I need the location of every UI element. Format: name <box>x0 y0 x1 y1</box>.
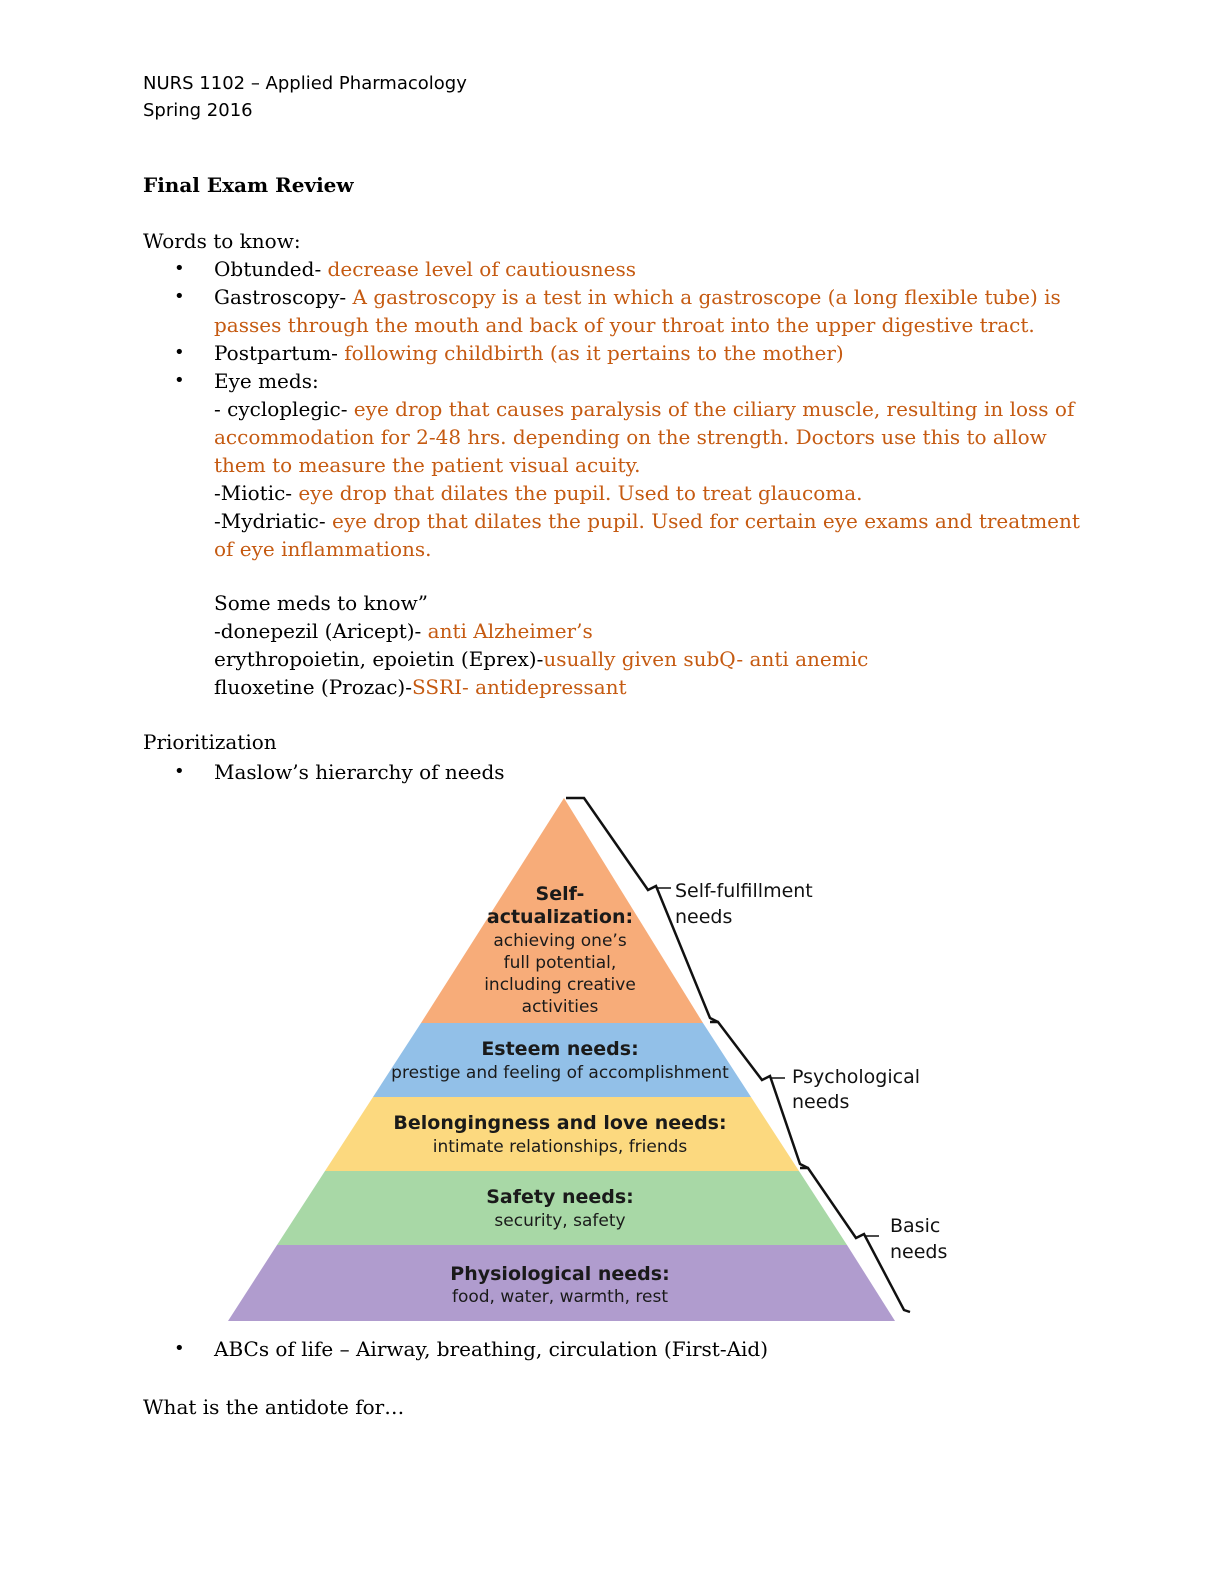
term: - cycloplegic- <box>214 397 348 421</box>
physiological-title: Physiological needs: <box>450 1263 669 1285</box>
pyramid-tier-belongingness <box>325 1097 799 1171</box>
esteem-desc: prestige and feeling of accomplishment <box>391 1063 729 1083</box>
pyramid-tier-physiological <box>228 1245 895 1321</box>
label-self-fulfillment-1: Self-fulfillment <box>675 880 813 902</box>
pyramid-tier-self-actualization <box>421 798 703 1023</box>
donepezil-item: -donepezil (Aricept)- anti Alzheimer’s <box>214 617 593 645</box>
bullet: • <box>174 1338 185 1359</box>
course-title: NURS 1102 – Applied Pharmacology <box>143 73 467 94</box>
self-actualization-desc-3: including creative <box>484 975 636 995</box>
self-actualization-title-1: Self- <box>536 883 585 905</box>
safety-title: Safety needs: <box>486 1186 634 1208</box>
bullet: • <box>174 761 185 782</box>
miotic-item: -Miotic- eye drop that dilates the pupil… <box>214 479 862 507</box>
belongingness-desc: intimate relationships, friends <box>433 1137 688 1157</box>
definition: SSRI- antidepressant <box>411 675 627 699</box>
definition-continued: them to measure the patient visual acuit… <box>214 453 641 477</box>
abcs-item: ABCs of life – Airway, breathing, circul… <box>214 1337 769 1361</box>
cycloplegic-item: - cycloplegic- eye drop that causes para… <box>214 395 1074 423</box>
term: Postpartum- <box>214 341 338 365</box>
term: -Mydriatic- <box>214 509 326 533</box>
bracket-psychological <box>710 1020 809 1170</box>
label-psychological-2: needs <box>792 1091 849 1113</box>
erythropoietin-item: erythropoietin, epoietin (Eprex)-usually… <box>214 645 868 673</box>
antidote-heading: What is the antidote for… <box>143 1395 405 1419</box>
definition: A gastroscopy is a test in which a gastr… <box>346 285 1061 309</box>
self-actualization-desc-4: activities <box>522 997 599 1017</box>
bullet: • <box>174 342 185 363</box>
safety-desc: security, safety <box>494 1211 625 1231</box>
words-heading: Words to know: <box>143 229 301 253</box>
gastroscopy-item: Gastroscopy- A gastroscopy is a test in … <box>214 283 1061 311</box>
definition-continued: of eye inflammations. <box>214 537 432 561</box>
obtunded-item: Obtunded- decrease level of cautiousness <box>214 255 636 283</box>
term: erythropoietin, epoietin (Eprex)- <box>214 647 544 671</box>
mydriatic-item: -Mydriatic- eye drop that dilates the pu… <box>214 507 1080 535</box>
bullet: • <box>174 258 185 279</box>
prioritization-heading: Prioritization <box>143 730 277 754</box>
bracket-basic <box>800 1166 911 1314</box>
definition: eye drop that dilates the pupil. Used fo… <box>325 509 1080 533</box>
term: Spring 2016 <box>143 100 253 121</box>
term: Obtunded- <box>214 257 322 281</box>
term: fluoxetine (Prozac)- <box>214 675 412 699</box>
term: -Miotic- <box>214 481 293 505</box>
definition: usually given subQ- anti anemic <box>543 647 869 671</box>
bullet: • <box>174 370 185 391</box>
bracket-self-fulfillment <box>566 796 719 1024</box>
belongingness-title: Belongingness and love needs: <box>393 1112 726 1134</box>
label-self-fulfillment-2: needs <box>675 906 732 928</box>
definition: following childbirth (as it pertains to … <box>337 341 844 365</box>
maslow-item: Maslow’s hierarchy of needs <box>214 760 505 784</box>
label-basic-1: Basic <box>890 1215 940 1237</box>
eye-meds-heading: Eye meds: <box>214 369 319 393</box>
definition-continued: accommodation for 2-48 hrs. depending on… <box>214 425 1047 449</box>
label-psychological-1: Psychological <box>792 1066 920 1088</box>
self-actualization-title-2: actualization: <box>487 906 633 928</box>
term: Gastroscopy- <box>214 285 347 309</box>
self-actualization-desc-1: achieving one’s <box>493 931 627 951</box>
fluoxetine-item: fluoxetine (Prozac)-SSRI- antidepressant <box>214 673 627 701</box>
bullet: • <box>174 286 185 307</box>
definition: eye drop that causes paralysis of the ci… <box>347 397 1075 421</box>
definition: anti Alzheimer’s <box>421 619 593 643</box>
definition-continued: passes through the mouth and back of you… <box>214 313 1035 337</box>
label-basic-2: needs <box>890 1241 947 1263</box>
physiological-desc: food, water, warmth, rest <box>452 1287 668 1307</box>
definition: decrease level of cautiousness <box>321 257 636 281</box>
self-actualization-desc-2: full potential, <box>504 953 617 973</box>
pyramid-tier-esteem <box>373 1023 751 1097</box>
maslow-pyramid: Self- actualization: achieving one’s ful… <box>228 796 947 1321</box>
esteem-title: Esteem needs: <box>481 1038 638 1060</box>
meds-heading: Some meds to know” <box>214 591 428 615</box>
document-title: Final Exam Review <box>143 173 354 197</box>
term: -donepezil (Aricept)- <box>214 619 422 643</box>
definition: eye drop that dilates the pupil. Used to… <box>292 481 863 505</box>
pyramid-tier-safety <box>277 1171 847 1245</box>
postpartum-item: Postpartum- following childbirth (as it … <box>214 339 844 367</box>
